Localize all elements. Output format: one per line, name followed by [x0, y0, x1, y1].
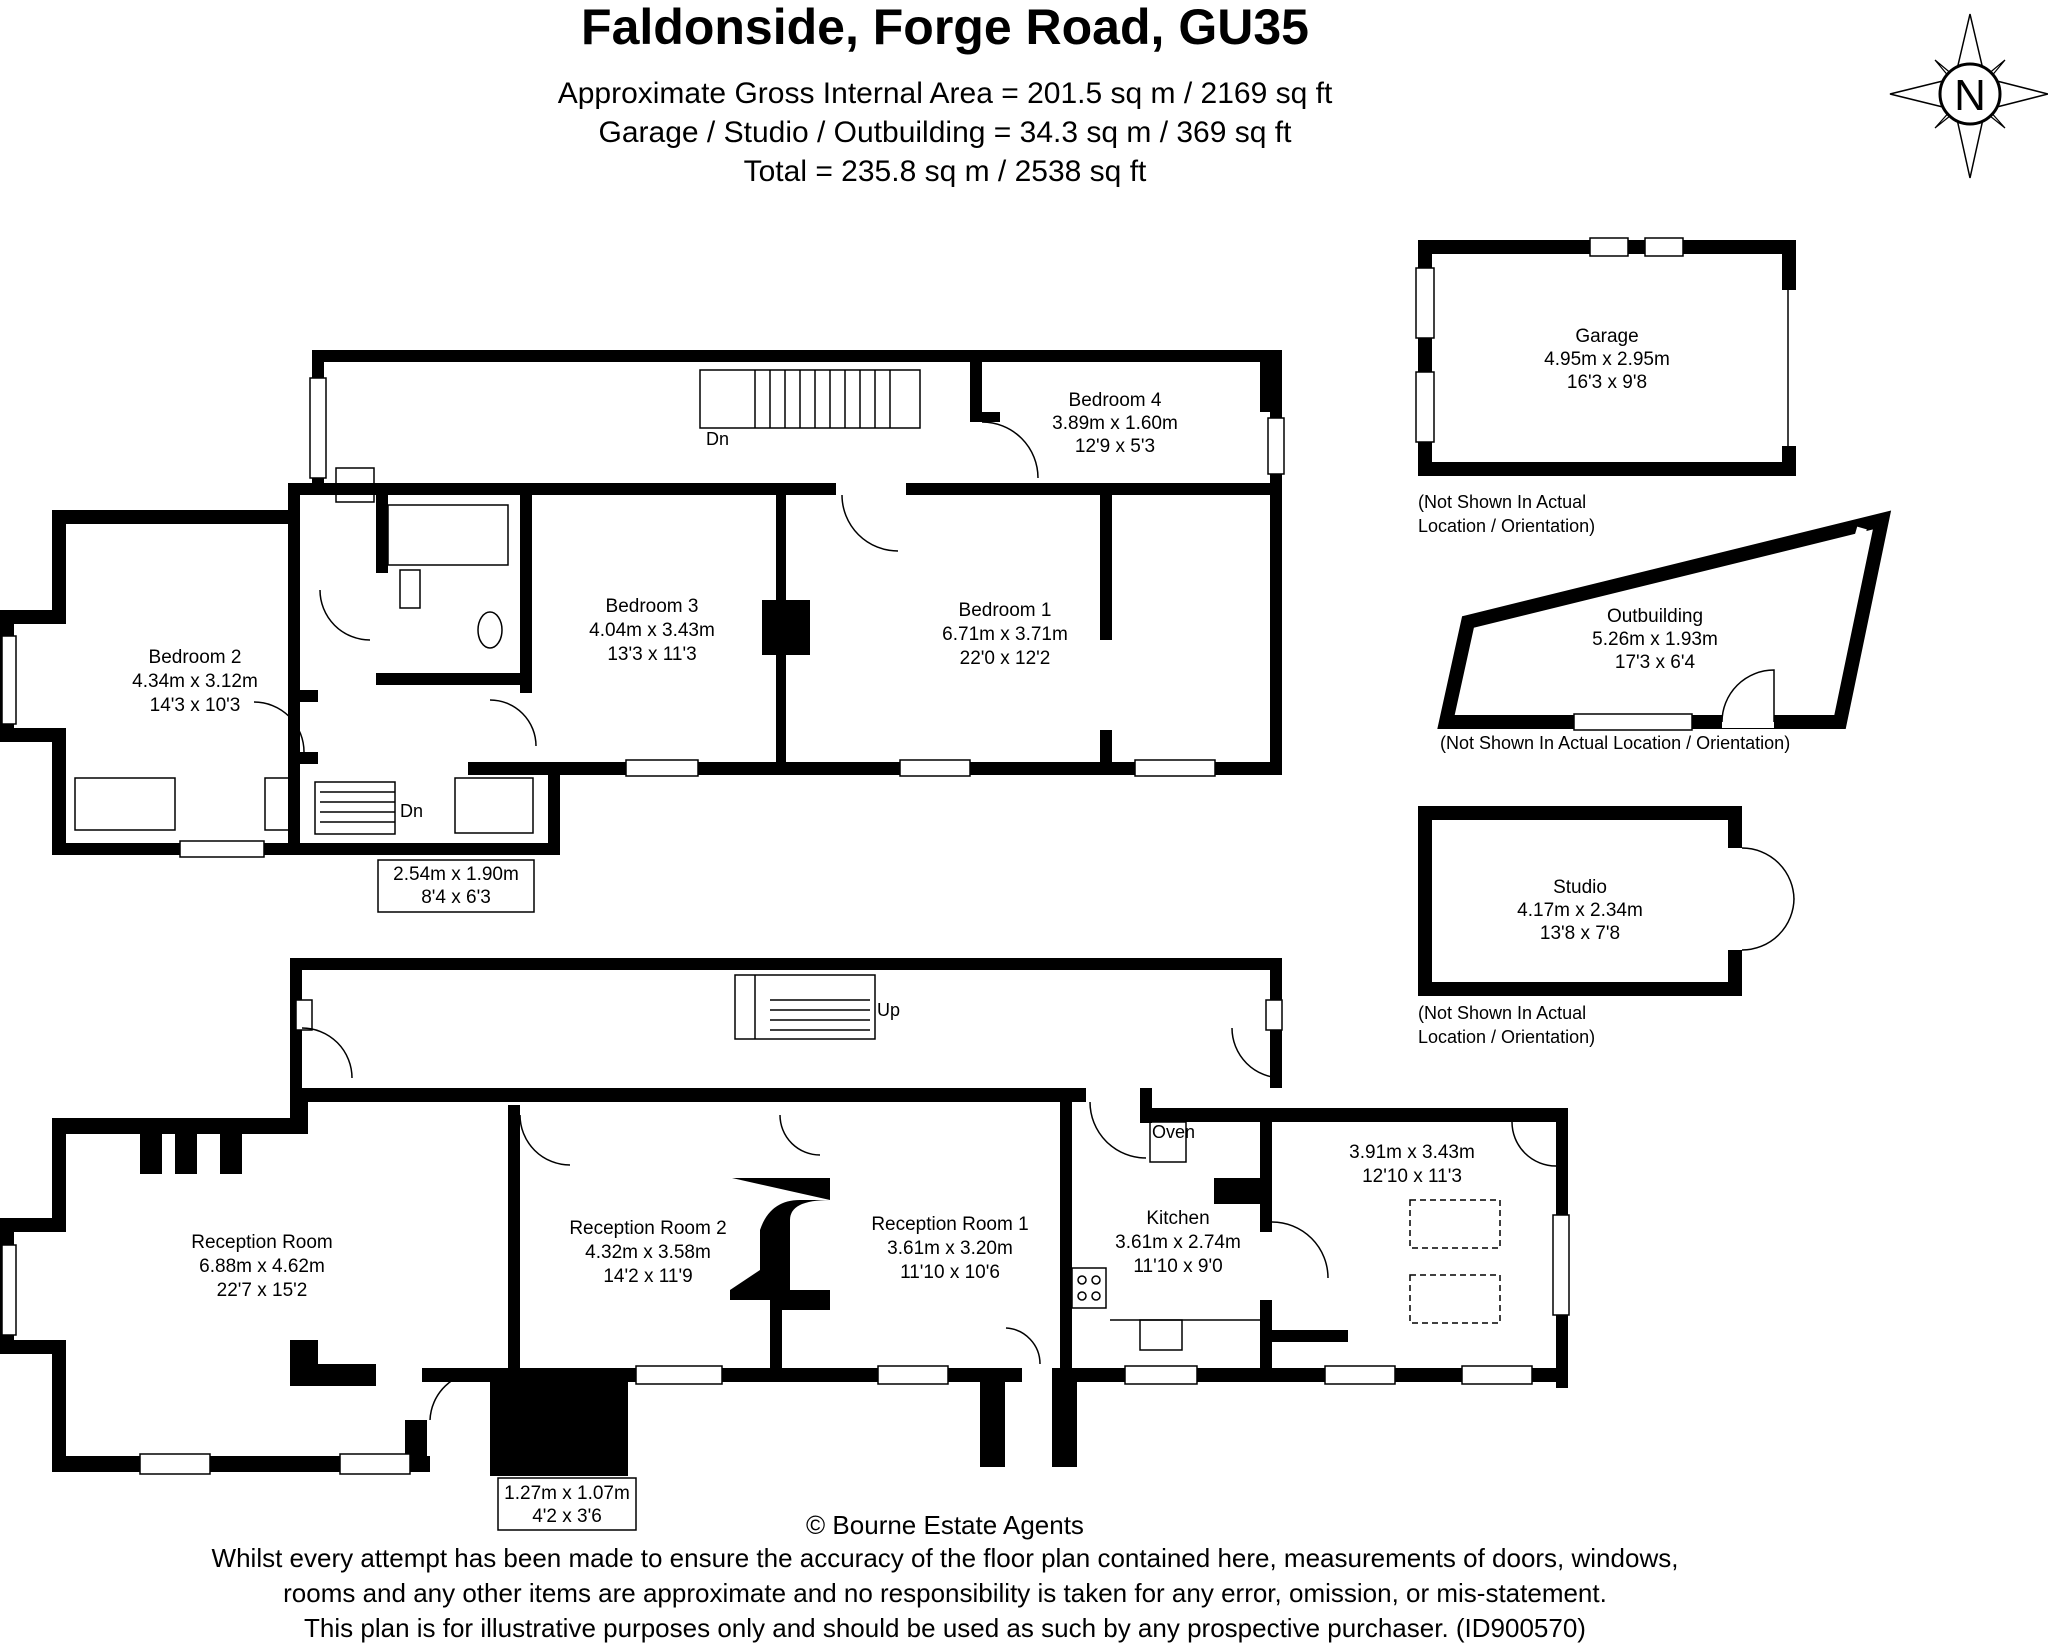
stairs-down-label-left: Dn: [400, 801, 423, 821]
room-reception-2: Reception Room 2 4.32m x 3.58m 14'2 x 11…: [569, 1218, 726, 1287]
room-bedroom-2: Bedroom 2 4.34m x 3.12m 14'3 x 10'3: [132, 647, 258, 716]
staircase-first-floor: [699, 369, 921, 429]
studio-note-line2: Location / Orientation): [1418, 1027, 1595, 1047]
svg-text:8'4 x 6'3: 8'4 x 6'3: [421, 887, 491, 908]
svg-text:12'9 x 5'3: 12'9 x 5'3: [1075, 436, 1155, 457]
svg-text:Studio: Studio: [1553, 877, 1607, 898]
svg-text:4.32m x 3.58m: 4.32m x 3.58m: [585, 1242, 711, 1263]
disclaimer-line1: Whilst every attempt has been made to en…: [211, 1543, 1679, 1573]
svg-text:5.26m x 1.93m: 5.26m x 1.93m: [1592, 629, 1718, 650]
total-area: Total = 235.8 sq m / 2538 sq ft: [743, 155, 1147, 188]
svg-text:14'2 x 11'9: 14'2 x 11'9: [603, 1266, 692, 1287]
copyright-notice: © Bourne Estate Agents: [806, 1510, 1084, 1540]
gross-internal-area: Approximate Gross Internal Area = 201.5 …: [557, 77, 1333, 110]
svg-text:1.27m x 1.07m: 1.27m x 1.07m: [504, 1483, 630, 1504]
svg-text:Reception Room 1: Reception Room 1: [871, 1214, 1028, 1235]
room-reception: Reception Room 6.88m x 4.62m 22'7 x 15'2: [191, 1232, 333, 1301]
svg-text:3.89m x 1.60m: 3.89m x 1.60m: [1052, 413, 1178, 434]
garage-note-line1: (Not Shown In Actual: [1418, 492, 1586, 512]
stairs-down-label: Dn: [706, 429, 729, 449]
svg-text:Bedroom 1: Bedroom 1: [959, 600, 1052, 621]
header: Faldonside, Forge Road, GU35 Approximate…: [0, 0, 1890, 191]
garage-note-line2: Location / Orientation): [1418, 516, 1595, 536]
svg-text:14'3 x 10'3: 14'3 x 10'3: [150, 695, 241, 716]
svg-text:Bedroom 4: Bedroom 4: [1069, 390, 1162, 411]
room-kitchen: Kitchen 3.61m x 2.74m 11'10 x 9'0: [1115, 1208, 1241, 1277]
studio-note-line1: (Not Shown In Actual: [1418, 1003, 1586, 1023]
svg-text:3.61m x 2.74m: 3.61m x 2.74m: [1115, 1232, 1241, 1253]
disclaimer-line3: This plan is for illustrative purposes o…: [304, 1613, 1586, 1643]
outbuilding-plan: Outbuilding 5.26m x 1.93m 17'3 x 6'4 (No…: [1437, 510, 1892, 753]
landing-dimension-box: 2.54m x 1.90m 8'4 x 6'3: [377, 859, 535, 913]
svg-text:4.17m x 2.34m: 4.17m x 2.34m: [1517, 900, 1643, 921]
svg-text:4.34m x 3.12m: 4.34m x 3.12m: [132, 671, 258, 692]
svg-text:4.04m x 3.43m: 4.04m x 3.43m: [589, 620, 715, 641]
disclaimer-line2: rooms and any other items are approximat…: [283, 1578, 1607, 1608]
plan-title: Faldonside, Forge Road, GU35: [581, 0, 1309, 55]
svg-text:11'10 x 9'0: 11'10 x 9'0: [1133, 1256, 1222, 1277]
room-reception-1: Reception Room 1 3.61m x 3.20m 11'10 x 1…: [871, 1214, 1028, 1283]
room-studio: Studio 4.17m x 2.34m 13'8 x 7'8: [1517, 877, 1643, 944]
outbuilding-note: (Not Shown In Actual Location / Orientat…: [1440, 733, 1790, 753]
svg-text:4'2 x 3'6: 4'2 x 3'6: [532, 1506, 602, 1527]
studio-plan: Studio 4.17m x 2.34m 13'8 x 7'8 (Not Sho…: [1418, 806, 1795, 1047]
wc-dimension-box: 1.27m x 1.07m 4'2 x 3'6: [497, 1477, 637, 1531]
outbuildings-area: Garage / Studio / Outbuilding = 34.3 sq …: [598, 116, 1292, 149]
oven-label: Oven: [1152, 1122, 1195, 1142]
svg-text:16'3 x 9'8: 16'3 x 9'8: [1567, 372, 1647, 393]
disclaimer: Whilst every attempt has been made to en…: [0, 1541, 1890, 1646]
room-bedroom-1: Bedroom 1 6.71m x 3.71m 22'0 x 12'2: [942, 600, 1068, 669]
room-bedroom-3: Bedroom 3 4.04m x 3.43m 13'3 x 11'3: [589, 596, 715, 665]
compass-icon: N: [1889, 13, 2048, 179]
svg-text:22'7 x 15'2: 22'7 x 15'2: [217, 1280, 308, 1301]
svg-text:Kitchen: Kitchen: [1146, 1208, 1209, 1229]
room-bedroom-4: Bedroom 4 3.89m x 1.60m 12'9 x 5'3: [1052, 390, 1178, 457]
svg-text:12'10 x 11'3: 12'10 x 11'3: [1362, 1166, 1462, 1187]
compass-north-label: N: [1954, 71, 1986, 120]
svg-text:11'10 x 10'6: 11'10 x 10'6: [900, 1262, 1000, 1283]
svg-text:Bedroom 2: Bedroom 2: [149, 647, 242, 668]
stairs-up-label: Up: [877, 1000, 900, 1020]
staircase-ground-floor: [734, 974, 876, 1040]
svg-text:6.88m x 4.62m: 6.88m x 4.62m: [199, 1256, 325, 1277]
svg-text:3.61m x 3.20m: 3.61m x 3.20m: [887, 1238, 1013, 1259]
svg-text:Reception Room: Reception Room: [191, 1232, 333, 1253]
svg-text:Outbuilding: Outbuilding: [1607, 606, 1703, 627]
room-dining: 3.91m x 3.43m 12'10 x 11'3: [1349, 1142, 1475, 1187]
svg-text:13'3 x 11'3: 13'3 x 11'3: [607, 644, 696, 665]
svg-text:13'8 x 7'8: 13'8 x 7'8: [1540, 923, 1620, 944]
svg-text:17'3 x 6'4: 17'3 x 6'4: [1615, 652, 1696, 673]
staircase-first-floor-left: [314, 781, 396, 835]
svg-text:Garage: Garage: [1575, 326, 1638, 347]
room-garage: Garage 4.95m x 2.95m 16'3 x 9'8: [1544, 326, 1670, 393]
first-floor-plan: Bedroom 4 3.89m x 1.60m 12'9 x 5'3 Bedro…: [0, 350, 1285, 913]
svg-text:22'0 x 12'2: 22'0 x 12'2: [960, 648, 1051, 669]
svg-text:4.95m x 2.95m: 4.95m x 2.95m: [1544, 349, 1670, 370]
svg-text:Bedroom 3: Bedroom 3: [606, 596, 699, 617]
ground-floor-plan: Reception Room 6.88m x 4.62m 22'7 x 15'2…: [0, 958, 1570, 1531]
svg-text:Reception Room 2: Reception Room 2: [569, 1218, 726, 1239]
garage-plan: Garage 4.95m x 2.95m 16'3 x 9'8 (Not Sho…: [1415, 237, 1796, 536]
svg-text:3.91m x 3.43m: 3.91m x 3.43m: [1349, 1142, 1475, 1163]
room-outbuilding: Outbuilding 5.26m x 1.93m 17'3 x 6'4: [1592, 606, 1718, 673]
svg-text:6.71m x 3.71m: 6.71m x 3.71m: [942, 624, 1068, 645]
svg-text:2.54m x 1.90m: 2.54m x 1.90m: [393, 864, 519, 885]
